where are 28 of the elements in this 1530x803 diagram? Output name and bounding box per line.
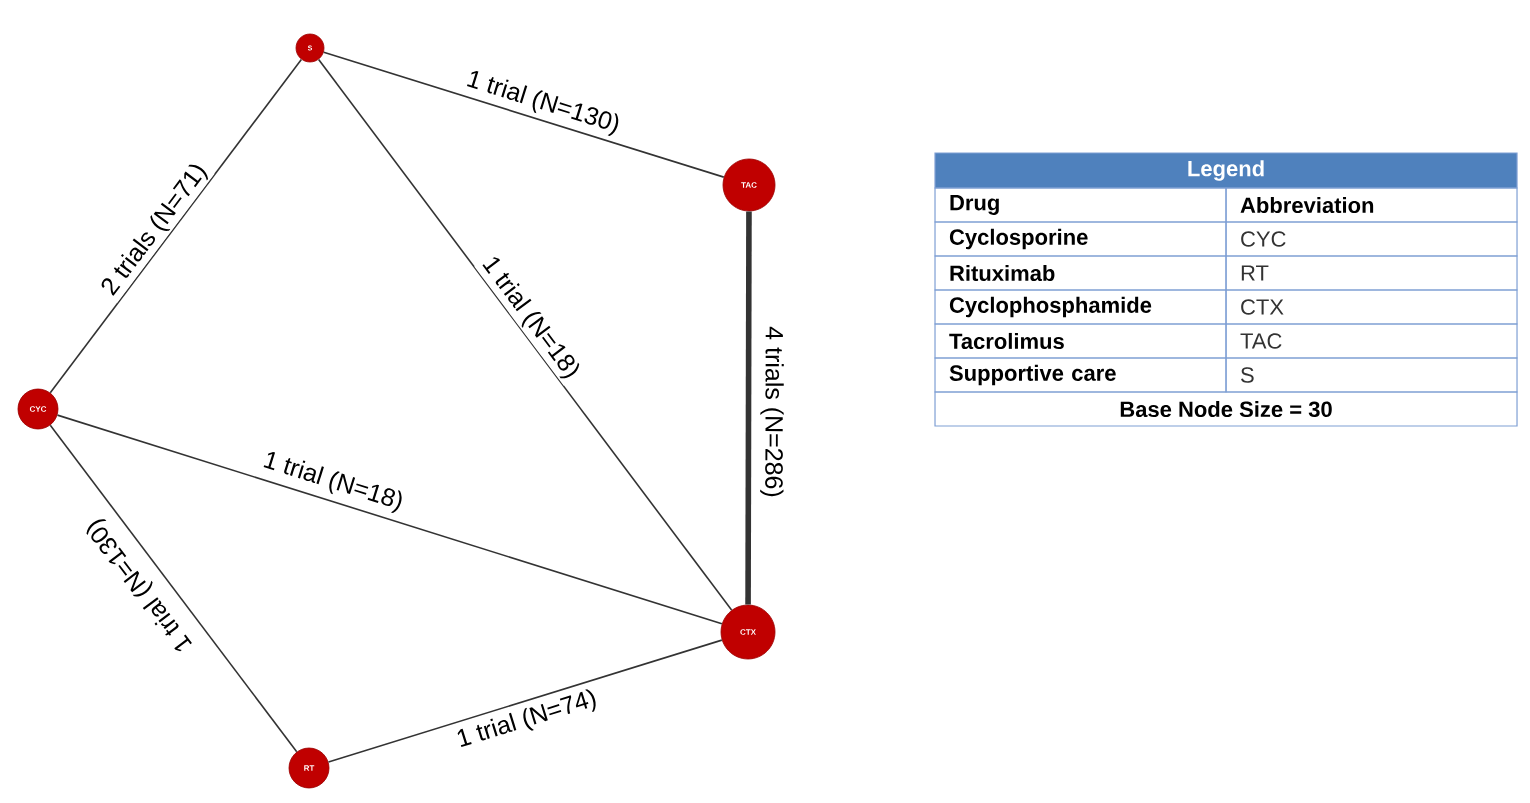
- table-cell: Rituximab: [934, 255, 1227, 291]
- edge-label: 1 trial (N=18): [257, 446, 409, 518]
- table-cell: Cyclosporine: [934, 221, 1227, 257]
- table-header: Legend: [934, 152, 1518, 189]
- table-cell: TAC: [1225, 323, 1518, 359]
- table-cell: CYC: [1225, 221, 1518, 257]
- network-node: CYC: [17, 388, 59, 430]
- network-node: CTX: [720, 604, 776, 660]
- table-cell: S: [1225, 357, 1518, 393]
- edge-line: [745, 211, 752, 605]
- table-cell: RT: [1225, 255, 1518, 291]
- table-cell: Cyclophosphamide: [934, 289, 1227, 325]
- table-cell: Base Node Size = 30: [934, 391, 1518, 427]
- edge-line: [56, 414, 723, 625]
- edge-line: [322, 51, 725, 178]
- edge-line: [317, 58, 733, 611]
- table-cell: Tacrolimus: [934, 323, 1227, 359]
- edge-label: 4 trials (N=286): [758, 324, 786, 500]
- edge-line: [49, 58, 303, 394]
- table-cell: Abbreviation: [1225, 187, 1518, 223]
- network-node: TAC: [722, 158, 776, 212]
- table-cell: Supportive care: [934, 357, 1227, 393]
- table-cell: Drug: [934, 187, 1227, 223]
- edge-line: [327, 639, 723, 763]
- network-node: RT: [288, 747, 330, 789]
- edge-label: 1 trial (N=74): [451, 684, 603, 756]
- edge-line: [49, 424, 298, 753]
- table-cell: CTX: [1225, 289, 1518, 325]
